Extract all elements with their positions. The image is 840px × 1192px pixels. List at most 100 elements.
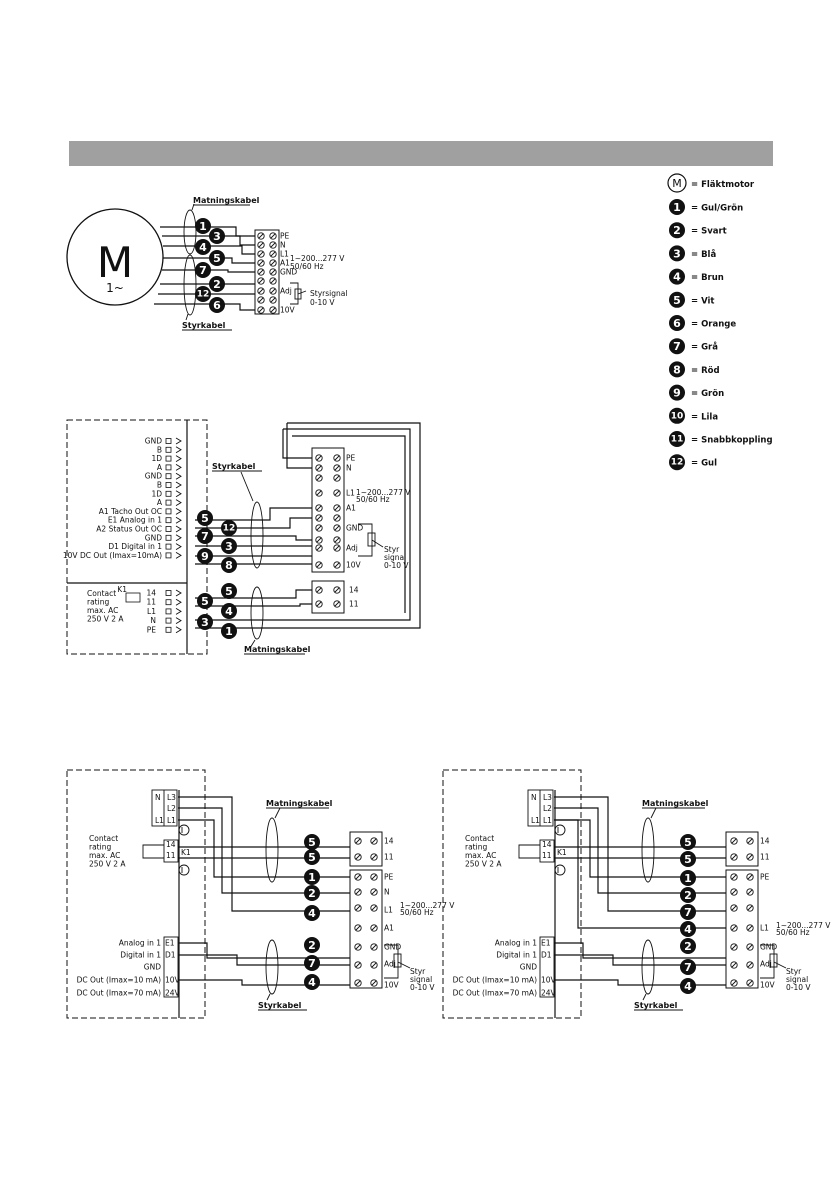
legend-text-4: = Brun — [691, 273, 724, 283]
diagram3-contact-rating-1: rating — [89, 843, 111, 852]
d2-contact-rating-3: 250 V 2 A — [87, 615, 124, 624]
d2-relay-label-1: 11 — [146, 598, 156, 607]
diagram3-wire-badge-4: 4 — [304, 905, 320, 921]
diagram3-wire-badge-5-number: 2 — [308, 939, 316, 952]
d1-wire-badge-0-number: 1 — [199, 220, 207, 233]
diagram4-mains-3: L1 — [531, 816, 540, 825]
d2-top-badge-1-number: 12 — [223, 524, 236, 534]
d2-top-badge-3: 3 — [221, 538, 237, 554]
diagram4-wire-badge-4: 7 — [680, 904, 696, 920]
diagram3-relay-k: K1 — [181, 848, 191, 857]
legend-badge-9-number: 9 — [673, 387, 681, 400]
diagram3-voltage: 1~200...277 V — [400, 901, 455, 910]
diagram3-wire-badge-1-number: 5 — [308, 851, 316, 864]
d1-frequency: 50/60 Hz — [290, 262, 324, 271]
diagram4-wire-badge-1-number: 5 — [684, 853, 692, 866]
diagram3-wire-badge-5: 2 — [304, 937, 320, 953]
diagram3-terminal-4: L1 — [384, 906, 393, 915]
d2-top-badge-4-number: 9 — [201, 550, 209, 563]
diagram3-styr-0: Styr — [410, 967, 426, 976]
d2-controller-label-3: A — [157, 463, 163, 472]
d1-wire-badge-4: 7 — [195, 262, 211, 278]
diagram4-wire-badge-8-number: 4 — [684, 980, 692, 993]
diagram3-mains-1: L3 — [167, 793, 176, 802]
diagram4-wire-badge-6: 2 — [680, 938, 696, 954]
diagram4-mains-0: N — [531, 793, 537, 802]
diagram3-terminal-8: 10V — [384, 981, 400, 990]
diagram3-io-label-1: Digital in 1 — [120, 951, 161, 960]
diagram4-io-label-0: Analog in 1 — [495, 939, 538, 948]
d2-terminal-a1: A1 — [346, 504, 356, 513]
diagram4-wire-badge-1: 5 — [680, 851, 696, 867]
d1-terminal-pe: PE — [280, 232, 290, 241]
diagram4-wire-badge-5: 4 — [680, 921, 696, 937]
d2-controller-label-1: B — [157, 445, 162, 454]
legend-text-7: = Grå — [691, 342, 718, 353]
d2-bottom-badge-4: 1 — [221, 623, 237, 639]
d2-bottom-badge-3: 3 — [197, 614, 213, 630]
legend-text-6: = Orange — [691, 320, 736, 330]
d2-terminal-l1: L1 — [346, 489, 355, 498]
d1-wire-badge-7: 6 — [209, 297, 225, 313]
diagram4-contact-rating-1: rating — [465, 843, 487, 852]
d2-top-badge-0: 5 — [197, 510, 213, 526]
legend-badge-5-number: 5 — [673, 294, 681, 307]
d2-controller-label-4: GND — [145, 472, 162, 481]
diagram4-contact-rating-0: Contact — [465, 834, 494, 843]
diagram3-io-term-d1: D1 — [165, 951, 176, 960]
legend-badge-2-number: 2 — [673, 224, 681, 237]
legend-badge-4: 4 — [669, 268, 685, 285]
diagram3-terminal-7: Adj — [384, 960, 396, 969]
diagram3-terminal-5: A1 — [384, 924, 394, 933]
legend-badge-7: 7 — [669, 338, 685, 355]
d2-voltage: 1~200...277 V — [356, 488, 411, 497]
legend-badge-2: 2 — [669, 222, 685, 239]
diagram3-control-cable: Styrkabel — [258, 1001, 302, 1010]
legend-badge-10: 10 — [669, 407, 685, 424]
d2-bottom-badge-1-number: 5 — [201, 595, 209, 608]
diagram3-contact-rating-2: max. AC — [89, 851, 120, 860]
legend-motor-icon: M — [667, 173, 687, 193]
d2-top-badge-0-number: 5 — [201, 512, 209, 525]
legend-badge-10-number: 10 — [671, 411, 684, 421]
legend-badge-4-number: 4 — [673, 271, 681, 284]
d1-terminal-n: N — [280, 241, 286, 250]
d2-controller-label-11: GND — [145, 533, 162, 542]
diagram3-styr-2: 0-10 V — [410, 983, 435, 992]
legend-badge-7-number: 7 — [673, 340, 681, 353]
d2-styr-2: 0-10 V — [384, 561, 409, 570]
legend-badge-6: 6 — [669, 315, 685, 331]
legend-badge-6-number: 6 — [673, 317, 681, 330]
d2-terminal-adj: Adj — [346, 544, 358, 553]
diagram4-mains-4: L1 — [543, 816, 552, 825]
d2-bottom-badge-3-number: 3 — [201, 616, 209, 629]
control-cable-label: Styrkabel — [182, 321, 226, 330]
legend-badge-8-number: 8 — [673, 363, 681, 376]
diagram3-contact-rating-0: Contact — [89, 834, 118, 843]
diagram3-io-term-e1: E1 — [165, 939, 175, 948]
d2-relay-k: K1 — [117, 585, 127, 594]
d2-relay-label-2: L1 — [147, 607, 156, 616]
section-header-bar — [69, 141, 773, 166]
d2-bottom-badge-4-number: 1 — [225, 625, 233, 638]
d1-terminal-10v: 10V — [280, 306, 296, 315]
d2-supply-cable: Matningskabel — [244, 645, 311, 654]
diagram3-wire-badge-2: 1 — [304, 869, 320, 885]
d1-wire-badge-3: 5 — [209, 250, 225, 266]
diagram3-frequency: 50/60 Hz — [400, 908, 434, 917]
diagram3-io-label-0: Analog in 1 — [119, 939, 162, 948]
d1-wire-badge-5: 2 — [209, 276, 225, 292]
diagram4-wire-badge-4-number: 7 — [684, 906, 692, 919]
d1-terminal-a1: A1 — [280, 259, 290, 268]
diagram4-terminal-4: GND — [760, 943, 777, 952]
d2-controller-label-2: 1D — [151, 454, 162, 463]
legend-badge-1: 1 — [669, 199, 685, 215]
diagram4-contact-rating-3: 250 V 2 A — [465, 860, 502, 869]
diagram4-wire-badge-2-number: 1 — [684, 872, 692, 885]
diagram3-wire-badge-0: 5 — [304, 834, 320, 850]
diagram3-terminal-6: GND — [384, 943, 401, 952]
d2-bottom-badge-1: 5 — [197, 593, 213, 609]
